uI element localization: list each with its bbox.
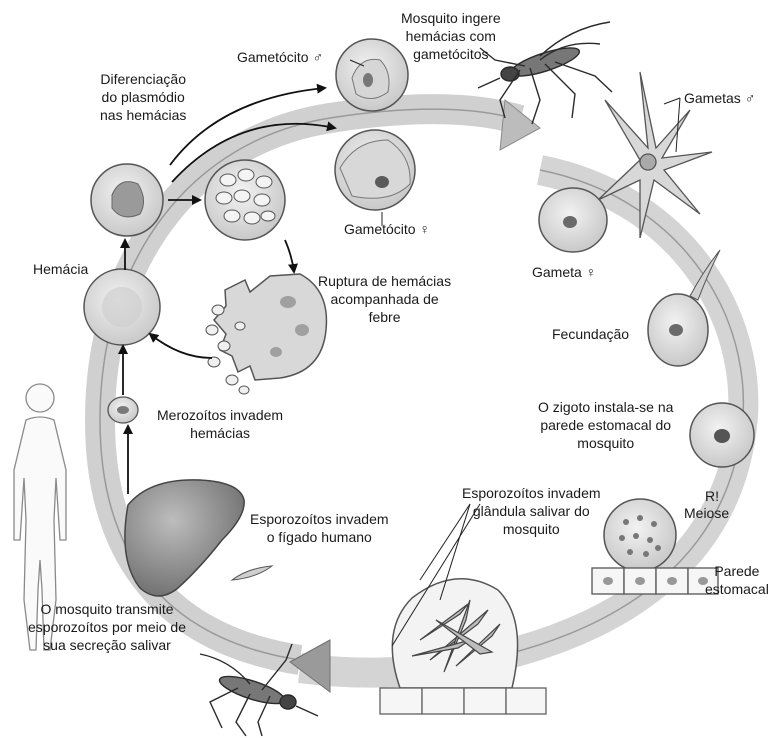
zygote-line: O zigoto instala-se na bbox=[538, 398, 673, 416]
sporozoites-gland-line: mosquito bbox=[462, 520, 601, 538]
sporozoites-liver-line: Esporozoítos invadem bbox=[250, 510, 389, 528]
gametocyte-male-cell bbox=[336, 39, 408, 111]
gamete-female-cell bbox=[539, 188, 607, 252]
mosquito-ingests-line: gametócitos bbox=[401, 45, 501, 63]
meiosis-label: Meiose bbox=[684, 504, 729, 522]
sporozoites-gland-line: Esporozoítos invadem bbox=[462, 484, 601, 502]
merozoites-line: Merozoítos invadem bbox=[157, 406, 283, 424]
transmission-line: O mosquito transmite bbox=[28, 600, 186, 618]
rupture-line: Ruptura de hemácias bbox=[318, 272, 451, 290]
gamete-female-label: Gameta ♀ bbox=[532, 263, 596, 281]
hemacia-label: Hemácia bbox=[33, 260, 88, 278]
transmission-line: sua secreção salivar bbox=[28, 636, 186, 654]
differentiation-label: Diferenciação do plasmódio nas hemácias bbox=[100, 70, 186, 124]
infected-blood-cell bbox=[91, 164, 163, 236]
zygote-line: mosquito bbox=[538, 434, 673, 452]
stomach-wall-line: estomacal bbox=[705, 580, 769, 598]
oocyst bbox=[604, 499, 676, 571]
ruptured-cell bbox=[206, 274, 326, 394]
gametocyte-female-label: Gametócito ♀ bbox=[344, 220, 430, 238]
fertilization-label: Fecundação bbox=[552, 325, 629, 343]
stomach-wall-label: Parede estomacal bbox=[705, 562, 769, 598]
rupture-label: Ruptura de hemácias acompanhada de febre bbox=[318, 272, 451, 326]
sporozoites-gland-line: glândula salivar do bbox=[462, 502, 601, 520]
liver bbox=[125, 480, 244, 596]
transmission-line: esporozoítos por meio de bbox=[28, 618, 186, 636]
stomach-wall bbox=[592, 568, 718, 594]
gametocyte-male-label: Gametócito ♂ bbox=[237, 48, 323, 66]
mosquito-ingests-line: Mosquito ingere bbox=[401, 9, 501, 27]
mosquito-ingests-label: Mosquito ingere hemácias com gametócitos bbox=[401, 9, 501, 63]
differentiation-line: do plasmódio bbox=[100, 88, 186, 106]
stomach-wall-line: Parede bbox=[705, 562, 769, 580]
zygote-label: O zigoto instala-se na parede estomacal … bbox=[538, 398, 673, 452]
sporozoite bbox=[232, 566, 272, 580]
r-mark-label: R! bbox=[705, 487, 719, 505]
sporozoites-liver-label: Esporozoítos invadem o fígado humano bbox=[250, 510, 389, 546]
sporozoites-liver-line: o fígado humano bbox=[250, 528, 389, 546]
zygote-line: parede estomacal do bbox=[538, 416, 673, 434]
transmission-label: O mosquito transmite esporozoítos por me… bbox=[28, 600, 186, 654]
gametocyte-female-cell bbox=[335, 130, 415, 210]
schizont-cell bbox=[205, 160, 285, 240]
gametes-male-label: Gametas ♂ bbox=[684, 89, 755, 107]
sporozoites-gland-label: Esporozoítos invadem glândula salivar do… bbox=[462, 484, 601, 538]
merozoite-cell bbox=[108, 397, 138, 423]
differentiation-line: Diferenciação bbox=[100, 70, 186, 88]
merozoites-label: Merozoítos invadem hemácias bbox=[157, 406, 283, 442]
differentiation-line: nas hemácias bbox=[100, 106, 186, 124]
mosquito-ingests-line: hemácias com bbox=[401, 27, 501, 45]
red-blood-cell bbox=[84, 269, 160, 345]
rupture-line: acompanhada de bbox=[318, 290, 451, 308]
zygote-cell bbox=[690, 403, 754, 467]
merozoites-line: hemácias bbox=[157, 424, 283, 442]
rupture-line: febre bbox=[318, 308, 451, 326]
